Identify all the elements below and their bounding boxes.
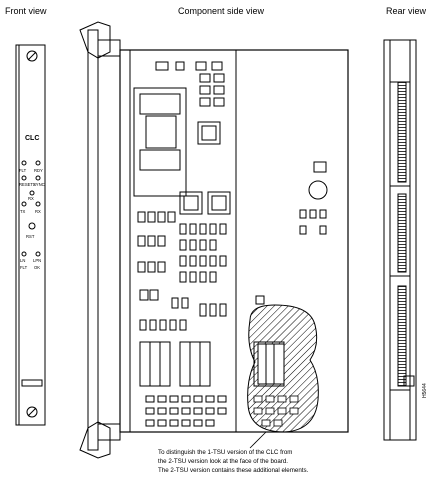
screw-icon <box>26 50 38 62</box>
front-panel-labels: CLC FLT RDY RESETS SYNC RX TX RX RST LN … <box>19 135 45 270</box>
svg-text:RESETS: RESETS <box>19 182 36 187</box>
svg-text:RX: RX <box>28 196 34 201</box>
component-board <box>79 21 349 459</box>
front-view-title: Front view <box>5 6 47 16</box>
svg-text:RX: RX <box>35 209 41 214</box>
svg-text:FLT: FLT <box>19 168 27 173</box>
bottom-ejector <box>79 421 111 459</box>
caption-line-2: the 2-TSU version look at the face of th… <box>158 458 289 465</box>
svg-text:RST: RST <box>26 234 35 239</box>
svg-text:OK: OK <box>34 265 40 270</box>
svg-text:LN: LN <box>20 258 25 263</box>
front-panel <box>15 44 46 426</box>
rear-view-title: Rear view <box>386 6 427 16</box>
top-ejector <box>79 21 111 59</box>
card-name-label: CLC <box>25 135 39 142</box>
component-view-title: Component side view <box>178 6 265 16</box>
svg-text:FLT: FLT <box>20 265 28 270</box>
svg-text:RDY: RDY <box>34 168 43 173</box>
svg-text:TX: TX <box>20 209 26 214</box>
screw-icon <box>26 406 38 418</box>
svg-text:LPN: LPN <box>33 258 41 263</box>
caption-line-1: To distinguish the 1-TSU version of the … <box>158 449 293 456</box>
svg-text:SYNC: SYNC <box>33 182 45 187</box>
rear-panel <box>383 39 417 441</box>
caption: To distinguish the 1-TSU version of the … <box>158 448 308 475</box>
caption-line-3: The 2-TSU version contains these additio… <box>158 467 309 474</box>
figure-id: H5644 <box>422 383 428 398</box>
two-tsu-hatched-region <box>247 304 319 449</box>
callout-leader <box>249 431 267 449</box>
